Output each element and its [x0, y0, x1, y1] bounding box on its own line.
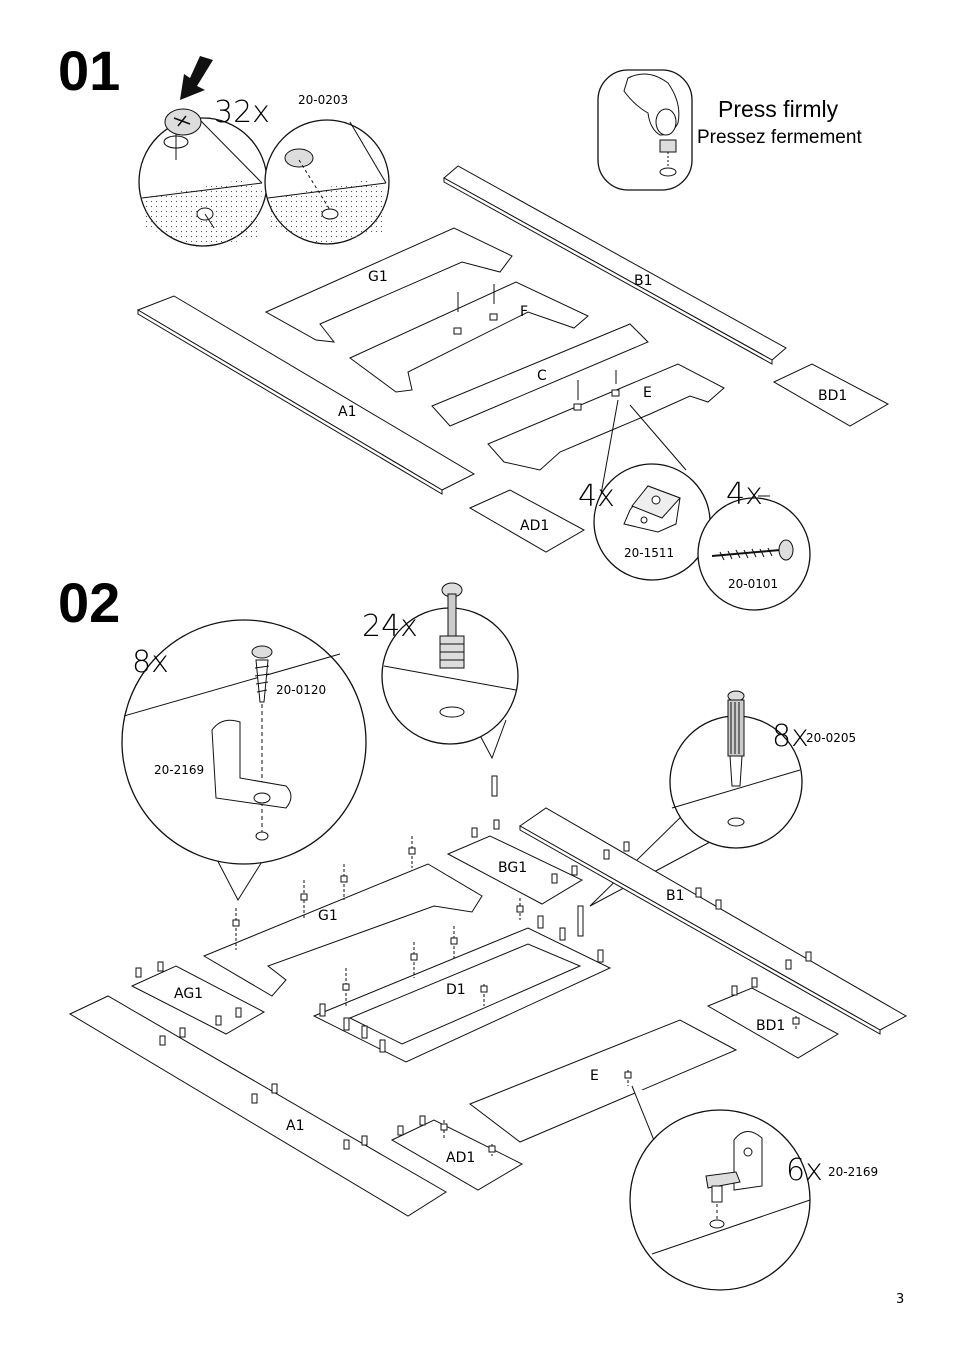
shelf-pin-icon — [727, 690, 745, 787]
board-b1-step2 — [519, 807, 908, 1035]
bracket-part-code: 20-1511 — [624, 546, 674, 560]
step2-dowel-markers — [135, 775, 812, 1150]
label-ag1-step2: AG1 — [174, 986, 203, 1002]
board-ad1-step1 — [468, 489, 586, 553]
step2-screw-markers — [232, 836, 800, 1156]
screw-quantity-step2: 8x — [132, 645, 169, 680]
label-g1-step1: G1 — [368, 269, 388, 285]
board-e-step1 — [487, 363, 725, 471]
label-bg1-step2: BG1 — [498, 860, 527, 876]
press-arrow-icon — [180, 56, 213, 100]
support-quantity: 6x — [786, 1153, 823, 1188]
note-english: Press firmly — [718, 96, 839, 122]
l-bracket-icon — [211, 719, 292, 809]
press-firmly-panel — [597, 69, 693, 191]
label-b1-step2: B1 — [666, 888, 685, 904]
dowel-icon — [439, 582, 465, 669]
screw-part-code-step2: 20-0120 — [276, 683, 326, 697]
board-g1-step1 — [264, 227, 513, 343]
support-part-code: 20-2169 — [828, 1165, 878, 1179]
bracket-part-code-step2: 20-2169 — [154, 763, 204, 777]
board-e-step2 — [468, 1019, 738, 1143]
label-ad1-step1: AD1 — [520, 518, 549, 534]
label-a1-step2: A1 — [286, 1118, 304, 1134]
board-d1-step2 — [312, 927, 612, 1063]
cam-hole-circle — [264, 119, 390, 245]
board-c-step1 — [431, 323, 649, 427]
board-ad1-step2 — [390, 1119, 524, 1191]
label-e-step2: E — [590, 1068, 599, 1084]
label-f-step1: F — [520, 304, 528, 320]
pan-head-screw-icon — [251, 645, 273, 703]
board-ag1-step2 — [130, 965, 266, 1035]
board-g1-step2 — [202, 863, 483, 997]
dowel-quantity: 24x — [362, 609, 418, 644]
board-f-step1 — [349, 281, 589, 393]
shelf-support-callout — [629, 1085, 811, 1291]
step-number-02: 02 — [58, 571, 120, 634]
bracket-quantity: 4x — [578, 479, 615, 514]
board-bd1-step1 — [772, 363, 890, 427]
label-a1-step1: A1 — [338, 404, 356, 420]
label-d1-step2: D1 — [446, 982, 466, 998]
label-g1-step2: G1 — [318, 908, 338, 924]
label-c-step1: C — [537, 368, 547, 384]
board-a1-step2 — [68, 995, 447, 1217]
label-b1-step1: B1 — [634, 273, 653, 289]
label-ad1-step2: AD1 — [446, 1150, 475, 1166]
board-b1-step1 — [443, 165, 787, 365]
label-bd1-step2: BD1 — [756, 1018, 785, 1034]
screw-bracket-callout — [121, 619, 367, 902]
wood-screw-part-code: 20-0101 — [728, 577, 778, 591]
corner-bracket-circle — [593, 463, 711, 581]
dowel-callout — [381, 582, 519, 760]
label-e-step1: E — [643, 385, 652, 401]
cam-lock-icon — [163, 108, 202, 160]
board-bg1-step2 — [446, 835, 584, 905]
cam-quantity: 32x — [214, 95, 270, 130]
note-french: Pressez fermement — [697, 127, 862, 148]
pin-part-code: 20-0205 — [806, 731, 856, 745]
wood-screw-quantity: 4x — [726, 477, 763, 512]
board-a1-step1 — [136, 295, 476, 495]
step1-screw-markers — [453, 284, 620, 411]
label-bd1-step1: BD1 — [818, 388, 847, 404]
wood-screw-circle — [697, 497, 811, 611]
shelf-support-icon — [705, 1131, 763, 1203]
step-number-01: 01 — [58, 39, 120, 102]
cam-part-code: 20-0203 — [298, 93, 348, 107]
page-number: 3 — [896, 1292, 904, 1307]
cam-detail-circle — [138, 108, 268, 248]
pin-quantity: 8x — [772, 719, 809, 754]
